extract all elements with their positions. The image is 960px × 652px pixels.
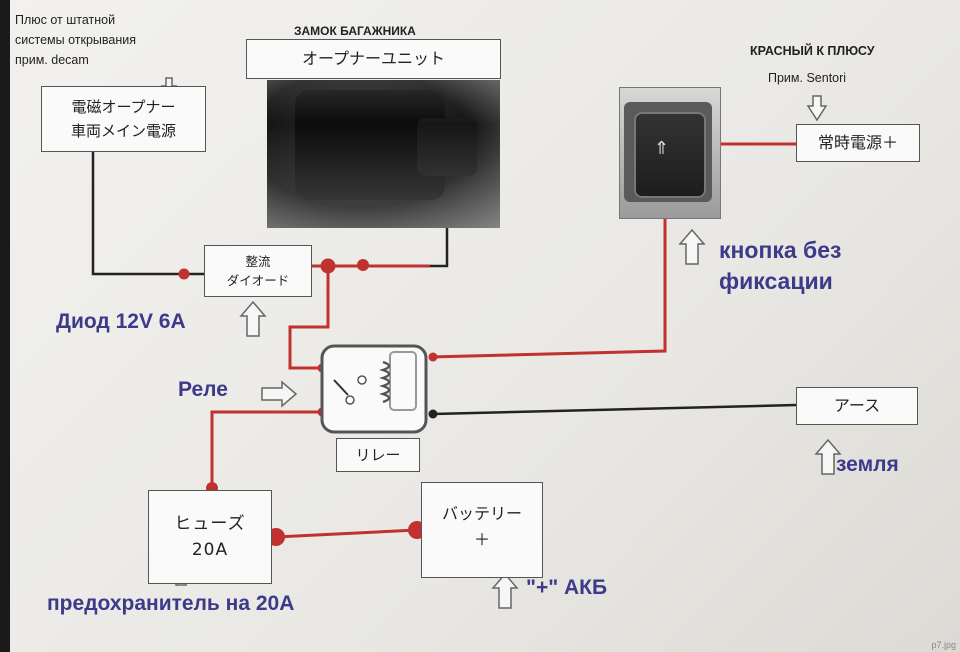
battery-note: "+" АКБ bbox=[526, 576, 608, 599]
wire-lock-feed bbox=[430, 222, 449, 268]
example-sentori-label: Прим. Sentori bbox=[768, 71, 847, 85]
fuse-line: ヒューズ bbox=[174, 514, 246, 534]
earth-box: アース bbox=[796, 387, 918, 425]
arrow-up-icon bbox=[814, 438, 842, 475]
plus-note-line: прим. decam bbox=[15, 53, 89, 67]
arrow-up-icon bbox=[678, 228, 706, 265]
always-power-box: 常時電源＋ bbox=[796, 124, 920, 162]
junction-dot bbox=[357, 259, 369, 271]
arrow-up-icon bbox=[491, 572, 519, 609]
wiring-diagram bbox=[91, 77, 842, 609]
relay-switch bbox=[333, 379, 349, 396]
diode-box: 整流 ダイオード bbox=[204, 245, 312, 297]
button-note: кнопка без фиксации bbox=[719, 235, 841, 297]
junction-dot bbox=[428, 409, 438, 419]
red-to-plus-label: КРАСНЫЙ К ПЛЮСУ bbox=[750, 44, 875, 58]
ground-note: земля bbox=[836, 453, 899, 476]
diagram-screen: Плюс от штатной системы открывания прим.… bbox=[10, 0, 960, 652]
battery-box: バッテリー ＋ bbox=[421, 482, 543, 578]
relay-contact bbox=[357, 375, 367, 385]
fuse-box: ヒューズ 20A bbox=[148, 490, 272, 584]
arrow-up-icon bbox=[239, 300, 267, 337]
diode-line: ダイオード bbox=[226, 273, 290, 288]
file-tag: p7.jpg bbox=[931, 640, 956, 650]
relay-label-box: リレー bbox=[336, 438, 420, 472]
opener-power-line: 車両メイン電源 bbox=[70, 122, 176, 140]
trunk-lock-photo bbox=[267, 80, 500, 228]
wire-fuse-battery bbox=[275, 528, 418, 539]
arrow-down-icon bbox=[806, 95, 828, 122]
opener-power-line: 電磁オープナー bbox=[71, 98, 176, 116]
wire-earth bbox=[432, 403, 797, 416]
opener-unit-box: オープナーユニット bbox=[246, 39, 501, 79]
button-note-line: кнопка без bbox=[719, 237, 842, 263]
wire-button bbox=[429, 213, 667, 359]
junction-dot bbox=[320, 258, 336, 274]
button-photo: ⇑ bbox=[619, 87, 721, 219]
relay-coil bbox=[379, 360, 391, 404]
junction-dot bbox=[428, 352, 438, 362]
relay-note: Реле bbox=[178, 378, 228, 401]
opener-power-box: 電磁オープナー 車両メイン電源 bbox=[41, 86, 206, 152]
fuse-note: предохранитель на 20А bbox=[47, 592, 295, 615]
arrow-right-icon bbox=[261, 380, 298, 408]
fuse-line: 20A bbox=[191, 540, 229, 560]
battery-line: ＋ bbox=[473, 530, 490, 549]
relay-contact bbox=[345, 395, 355, 405]
wire-opener-power bbox=[91, 152, 204, 276]
relay-body bbox=[320, 344, 428, 434]
plus-note: Плюс от штатной системы открывания прим.… bbox=[15, 10, 136, 70]
rear-hatch-icon: ⇑ bbox=[654, 138, 670, 159]
plus-note-line: Плюс от штатной bbox=[15, 13, 116, 27]
button-note-line: фиксации bbox=[719, 268, 833, 294]
wire-diode-relay bbox=[288, 266, 330, 370]
junction-dot bbox=[178, 268, 190, 280]
trunk-lock-label: ЗАМОК БАГАЖНИКА bbox=[294, 24, 416, 38]
battery-line: バッテリー bbox=[441, 504, 522, 523]
wire-relay-fuse bbox=[210, 410, 322, 488]
diode-note: Диод 12V 6A bbox=[56, 310, 186, 333]
diode-line: 整流 bbox=[245, 254, 271, 269]
plus-note-line: системы открывания bbox=[15, 33, 136, 47]
